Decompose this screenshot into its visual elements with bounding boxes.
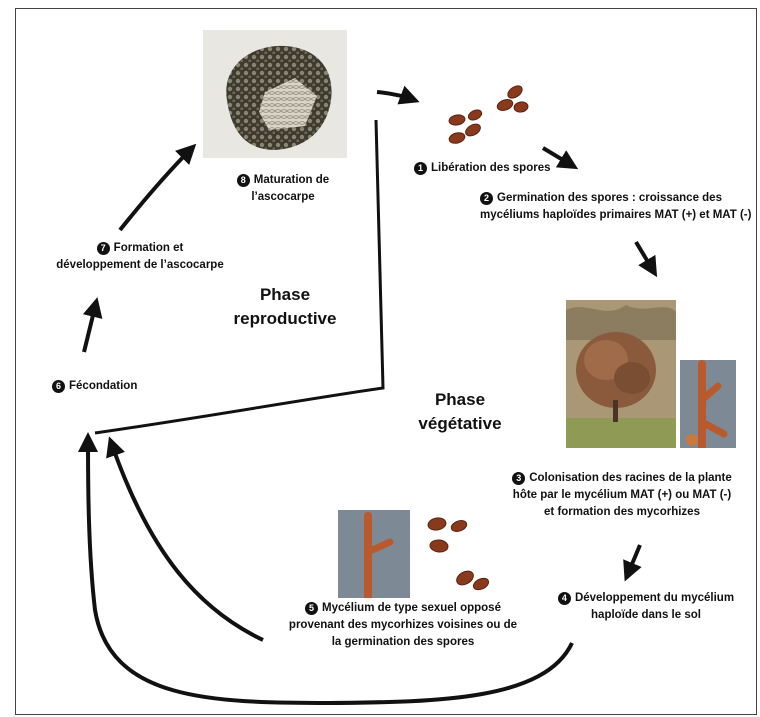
mycorrhiza-photo	[680, 360, 736, 448]
arrow-developpement-to-fecondation	[78, 432, 574, 706]
arrow-fecondation-to-formation	[82, 297, 103, 353]
step-number-7: 7	[96, 242, 110, 255]
step-number-3: 3	[512, 472, 526, 485]
arrow-liberation-to-germination	[541, 146, 579, 170]
arrow-germination-to-colonisation	[634, 240, 658, 278]
step-number-4: 4	[557, 592, 571, 605]
step-number-2: 2	[480, 192, 493, 205]
arrow-colonisation-to-developpement	[623, 544, 642, 582]
phase-vegetative-label: Phase végétative	[418, 390, 502, 433]
step-number-5: 5	[305, 602, 319, 615]
step-number-6: 6	[52, 380, 65, 393]
arrow-truffle-to-spores	[376, 85, 420, 105]
mycelium-photo	[338, 510, 410, 598]
arrow-formation-to-maturation	[118, 143, 197, 232]
oak-tree-photo	[566, 300, 676, 448]
step-number-8: 8	[236, 174, 250, 187]
arrow-mycelium-to-fecondation	[106, 436, 264, 642]
step-number-1: 1	[414, 162, 427, 175]
phase-reproductive-label: Phase reproductive	[233, 285, 337, 328]
truffle-photo	[203, 30, 347, 158]
spores-photo	[435, 80, 547, 155]
spores-photo-2	[415, 510, 495, 592]
arrow-vegetative-to-fecondation	[94, 119, 385, 435]
